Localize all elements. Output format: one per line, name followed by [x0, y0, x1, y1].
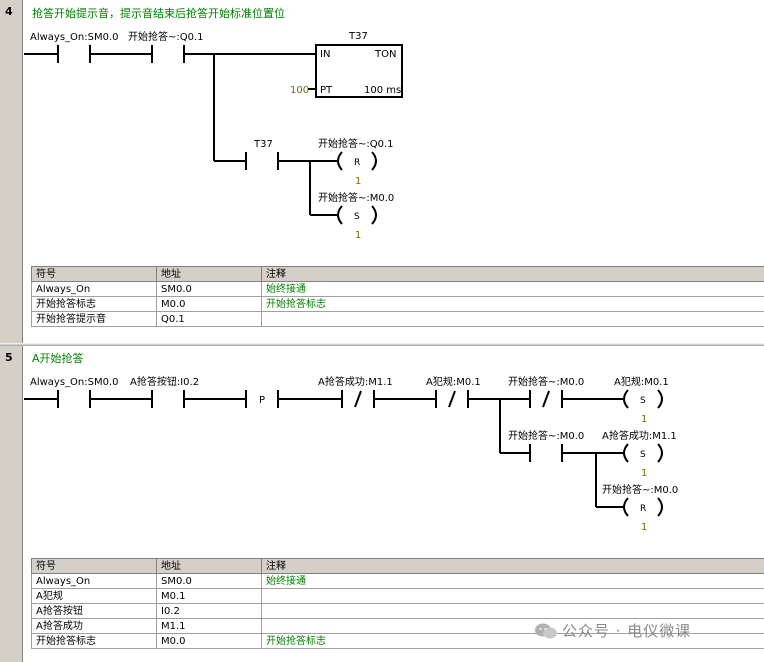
n4-coil2-count: 1 — [355, 230, 361, 241]
cell-address: SM0.0 — [156, 573, 262, 589]
cell-comment — [261, 311, 764, 327]
network4-title[interactable]: 抢答开始提示音，提示音结束后抢答开始标准位置位 — [32, 7, 285, 20]
n4-timer-pt: PT — [320, 85, 333, 96]
cell-comment — [261, 603, 764, 619]
n5-coil2-label: A抢答成功:M1.1 — [602, 429, 677, 442]
wechat-icon — [535, 623, 557, 639]
network5-rail — [22, 346, 23, 662]
header-symbol: 符号 — [31, 558, 157, 574]
cell-address: Q0.1 — [156, 311, 262, 327]
n5-coil1-op: S — [640, 396, 646, 406]
n4-t37-contact-label: T37 — [253, 139, 273, 150]
n5-contact5-label: 开始抢答~:M0.0 — [508, 375, 584, 388]
n5-coil2-count: 1 — [641, 468, 647, 479]
network4-ladder[interactable]: Always_On:SM0.0 开始抢答~:Q0.1 T37 T37 IN TO… — [0, 0, 764, 260]
n5-p-contact: P — [259, 395, 265, 406]
table-row[interactable]: Always_On SM0.0 始终接通 — [31, 281, 764, 297]
cell-address: M1.1 — [156, 618, 262, 634]
table-row[interactable]: 开始抢答标志 M0.0 开始抢答标志 — [31, 633, 764, 649]
n5-contact6-label: 开始抢答~:M0.0 — [508, 429, 584, 442]
network5-gutter — [0, 346, 22, 662]
cell-symbol: A犯规 — [31, 588, 157, 604]
n4-coil2-op: S — [354, 212, 360, 222]
cell-comment: 开始抢答标志 — [261, 296, 764, 312]
network5-number[interactable]: 5 — [5, 351, 13, 364]
header-comment: 注释 — [261, 558, 764, 574]
network4-rail — [22, 0, 23, 343]
table-row[interactable]: A抢答成功 M1.1 — [31, 618, 764, 634]
network5-symbol-table[interactable]: 符号 地址 注释 Always_On SM0.0 始终接通 A犯规 M0.1 A… — [31, 558, 764, 649]
n4-timer-type: TON — [374, 49, 396, 60]
network4-number[interactable]: 4 — [5, 5, 13, 18]
cell-symbol: 开始抢答标志 — [31, 296, 157, 312]
n4-coil2-label: 开始抢答~:M0.0 — [318, 191, 394, 204]
n4-contact1-label: Always_On:SM0.0 — [30, 32, 119, 43]
cell-symbol: A抢答成功 — [31, 618, 157, 634]
network-separator — [0, 343, 764, 346]
table-header: 符号 地址 注释 — [31, 558, 764, 574]
cell-address: M0.0 — [156, 633, 262, 649]
n5-coil3-op: R — [640, 504, 646, 514]
n4-timer-preset: 100 — [290, 85, 309, 96]
cell-comment: 始终接通 — [261, 281, 764, 297]
table-row[interactable]: Always_On SM0.0 始终接通 — [31, 573, 764, 589]
cell-symbol: Always_On — [31, 573, 157, 589]
n4-coil1-label: 开始抢答~:Q0.1 — [318, 137, 394, 150]
cell-comment: 始终接通 — [261, 573, 764, 589]
table-header: 符号 地址 注释 — [31, 266, 764, 282]
cell-address: I0.2 — [156, 603, 262, 619]
table-row[interactable]: 开始抢答提示音 Q0.1 — [31, 311, 764, 327]
n4-coil1-op: R — [354, 158, 360, 168]
n4-timer-in: IN — [320, 49, 330, 60]
n5-coil1-count: 1 — [641, 414, 647, 425]
network4-symbol-table[interactable]: 符号 地址 注释 Always_On SM0.0 始终接通 开始抢答标志 M0.… — [31, 266, 764, 327]
n5-contact3-label: A抢答成功:M1.1 — [318, 375, 393, 388]
header-symbol: 符号 — [31, 266, 157, 282]
n5-coil3-label: 开始抢答~:M0.0 — [602, 483, 678, 496]
table-row[interactable]: A抢答按钮 I0.2 — [31, 603, 764, 619]
cell-symbol: A抢答按钮 — [31, 603, 157, 619]
n4-timer-base: 100 ms — [364, 85, 401, 96]
network4-gutter — [0, 0, 22, 343]
cell-comment: 开始抢答标志 — [261, 633, 764, 649]
header-address: 地址 — [156, 266, 262, 282]
cell-symbol: 开始抢答标志 — [31, 633, 157, 649]
cell-comment — [261, 588, 764, 604]
header-comment: 注释 — [261, 266, 764, 282]
cell-address: SM0.0 — [156, 281, 262, 297]
n5-contact4-label: A犯规:M0.1 — [426, 375, 481, 388]
n5-contact1-label: Always_On:SM0.0 — [30, 377, 119, 388]
network5-title[interactable]: A开始抢答 — [32, 352, 84, 365]
cell-symbol: Always_On — [31, 281, 157, 297]
header-address: 地址 — [156, 558, 262, 574]
cell-address: M0.0 — [156, 296, 262, 312]
n5-coil3-count: 1 — [641, 522, 647, 533]
cell-address: M0.1 — [156, 588, 262, 604]
table-row[interactable]: A犯规 M0.1 — [31, 588, 764, 604]
n4-timer-name: T37 — [348, 31, 368, 42]
table-row[interactable]: 开始抢答标志 M0.0 开始抢答标志 — [31, 296, 764, 312]
watermark-text: 公众号 · 电仪微课 — [562, 622, 692, 640]
n5-coil2-op: S — [640, 450, 646, 460]
n4-coil1-count: 1 — [355, 176, 361, 187]
n4-contact2-label: 开始抢答~:Q0.1 — [128, 30, 204, 43]
n5-coil1-label: A犯规:M0.1 — [614, 375, 669, 388]
cell-symbol: 开始抢答提示音 — [31, 311, 157, 327]
n5-contact2-label: A抢答按钮:I0.2 — [130, 375, 199, 388]
network5-ladder[interactable]: Always_On:SM0.0 A抢答按钮:I0.2 P A抢答成功:M1.1 … — [0, 346, 764, 551]
